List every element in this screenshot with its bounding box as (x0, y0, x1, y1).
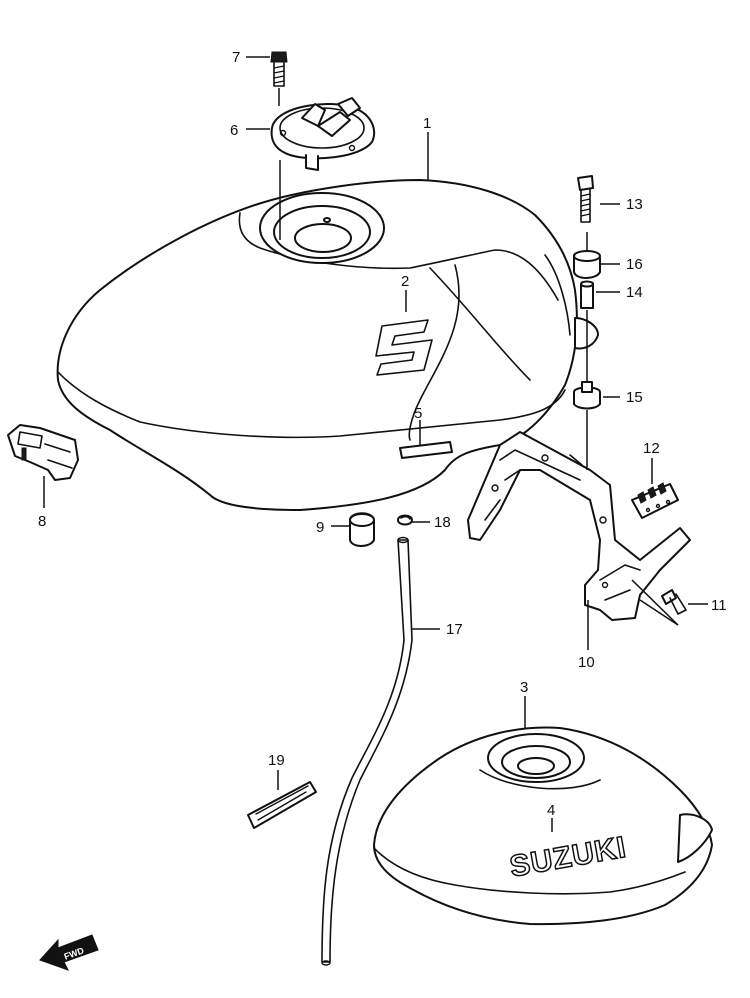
leader-lines (43, 56, 708, 832)
callout-10: 10 (578, 654, 595, 671)
collar-part-14 (580, 280, 594, 309)
callout-14: 14 (626, 284, 643, 301)
callout-13: 13 (626, 196, 643, 213)
cushion-part-15 (573, 381, 601, 410)
callout-6: 6 (230, 122, 238, 139)
cushion-strip-part-12 (631, 482, 679, 519)
cushion-part-9 (349, 512, 375, 547)
fuel-tank-part-1 (56, 179, 599, 511)
decal-part-19 (247, 781, 317, 829)
callout-4: 4 (547, 802, 555, 819)
bolt-part-13 (577, 175, 594, 223)
callout-5: 5 (414, 405, 422, 422)
breather-hose-part-17 (321, 536, 413, 966)
bracket-part-10 (467, 431, 691, 621)
callout-11: 11 (711, 597, 727, 614)
connector-part-8 (7, 424, 79, 481)
bolt-part-11 (661, 589, 687, 615)
fuel-cap-part-6 (270, 97, 376, 171)
callout-7: 7 (232, 49, 240, 66)
fwd-arrow-icon: FWD (39, 934, 99, 971)
tank-cover-part-3: SUZUKI (373, 726, 713, 926)
grommet-part-16 (573, 250, 601, 279)
callout-12: 12 (643, 440, 660, 457)
callout-numbers: 1 2 3 4 5 6 7 8 9 10 11 12 13 14 15 16 1… (38, 49, 727, 819)
callout-19: 19 (268, 752, 285, 769)
callout-8: 8 (38, 513, 46, 530)
callout-18: 18 (434, 514, 451, 531)
callout-1: 1 (423, 115, 431, 132)
callout-17: 17 (446, 621, 463, 638)
callout-9: 9 (316, 519, 324, 536)
callout-16: 16 (626, 256, 643, 273)
cap-bolt-part-7 (270, 51, 288, 87)
callout-2: 2 (401, 273, 409, 290)
callout-3: 3 (520, 679, 528, 696)
clip-part-18 (397, 514, 413, 526)
callout-15: 15 (626, 389, 643, 406)
